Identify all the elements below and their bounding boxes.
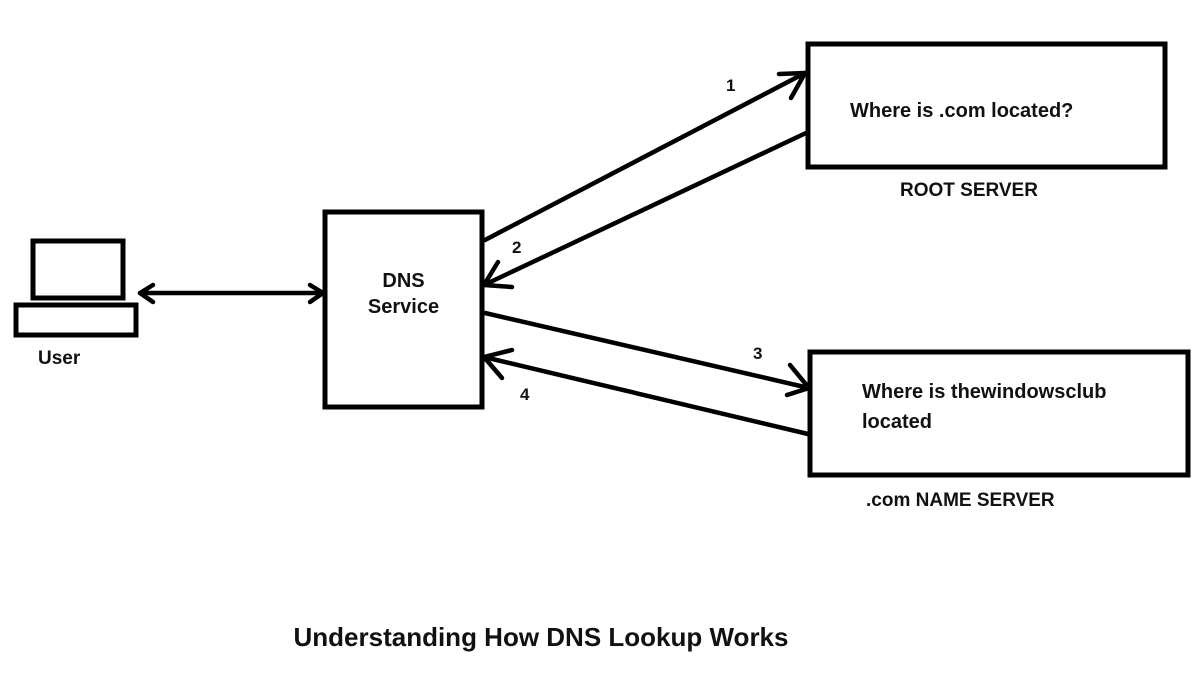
edge-label-2: 2: [512, 238, 522, 257]
com-name-server-text-line1: Where is thewindowsclub: [862, 381, 1107, 403]
com-name-server-text-line2: located: [862, 411, 933, 433]
com-name-server-caption: .com NAME SERVER: [866, 490, 1055, 511]
edge-step-3: [482, 310, 812, 398]
com-name-server-box-text: Where is thewindowsclub located: [862, 377, 1106, 437]
edge-label-3: 3: [753, 344, 763, 363]
arrowhead: [481, 259, 515, 290]
keyboard-shape: [13, 302, 139, 338]
dns-service-label: DNS Service: [325, 268, 482, 320]
arrowhead: [776, 70, 808, 101]
edge-label-1: 1: [726, 76, 736, 95]
edge-user-dns: [137, 282, 326, 305]
edge-step-4: [481, 347, 811, 437]
dns-service-box: [322, 209, 485, 410]
computer-icon: [13, 238, 139, 338]
monitor-shape: [30, 238, 126, 301]
dns-service-label-line2: Service: [367, 296, 440, 318]
arrowhead: [481, 347, 515, 381]
user-label: User: [38, 348, 81, 369]
edge-step-1: [482, 70, 808, 243]
root-server-box: [805, 41, 1168, 170]
dns-service-label-line1: DNS: [382, 270, 425, 292]
edge-label-4: 4: [520, 385, 530, 404]
arrowhead: [784, 362, 812, 398]
root-server-caption: ROOT SERVER: [900, 180, 1038, 201]
root-server-box-text: Where is .com located?: [850, 100, 1074, 122]
diagram-title: Understanding How DNS Lookup Works: [293, 622, 789, 652]
arrowhead-left: [137, 282, 156, 305]
com-name-server-box: [807, 349, 1191, 478]
arrowhead-right: [307, 282, 326, 305]
edge-step-2: [481, 130, 809, 290]
